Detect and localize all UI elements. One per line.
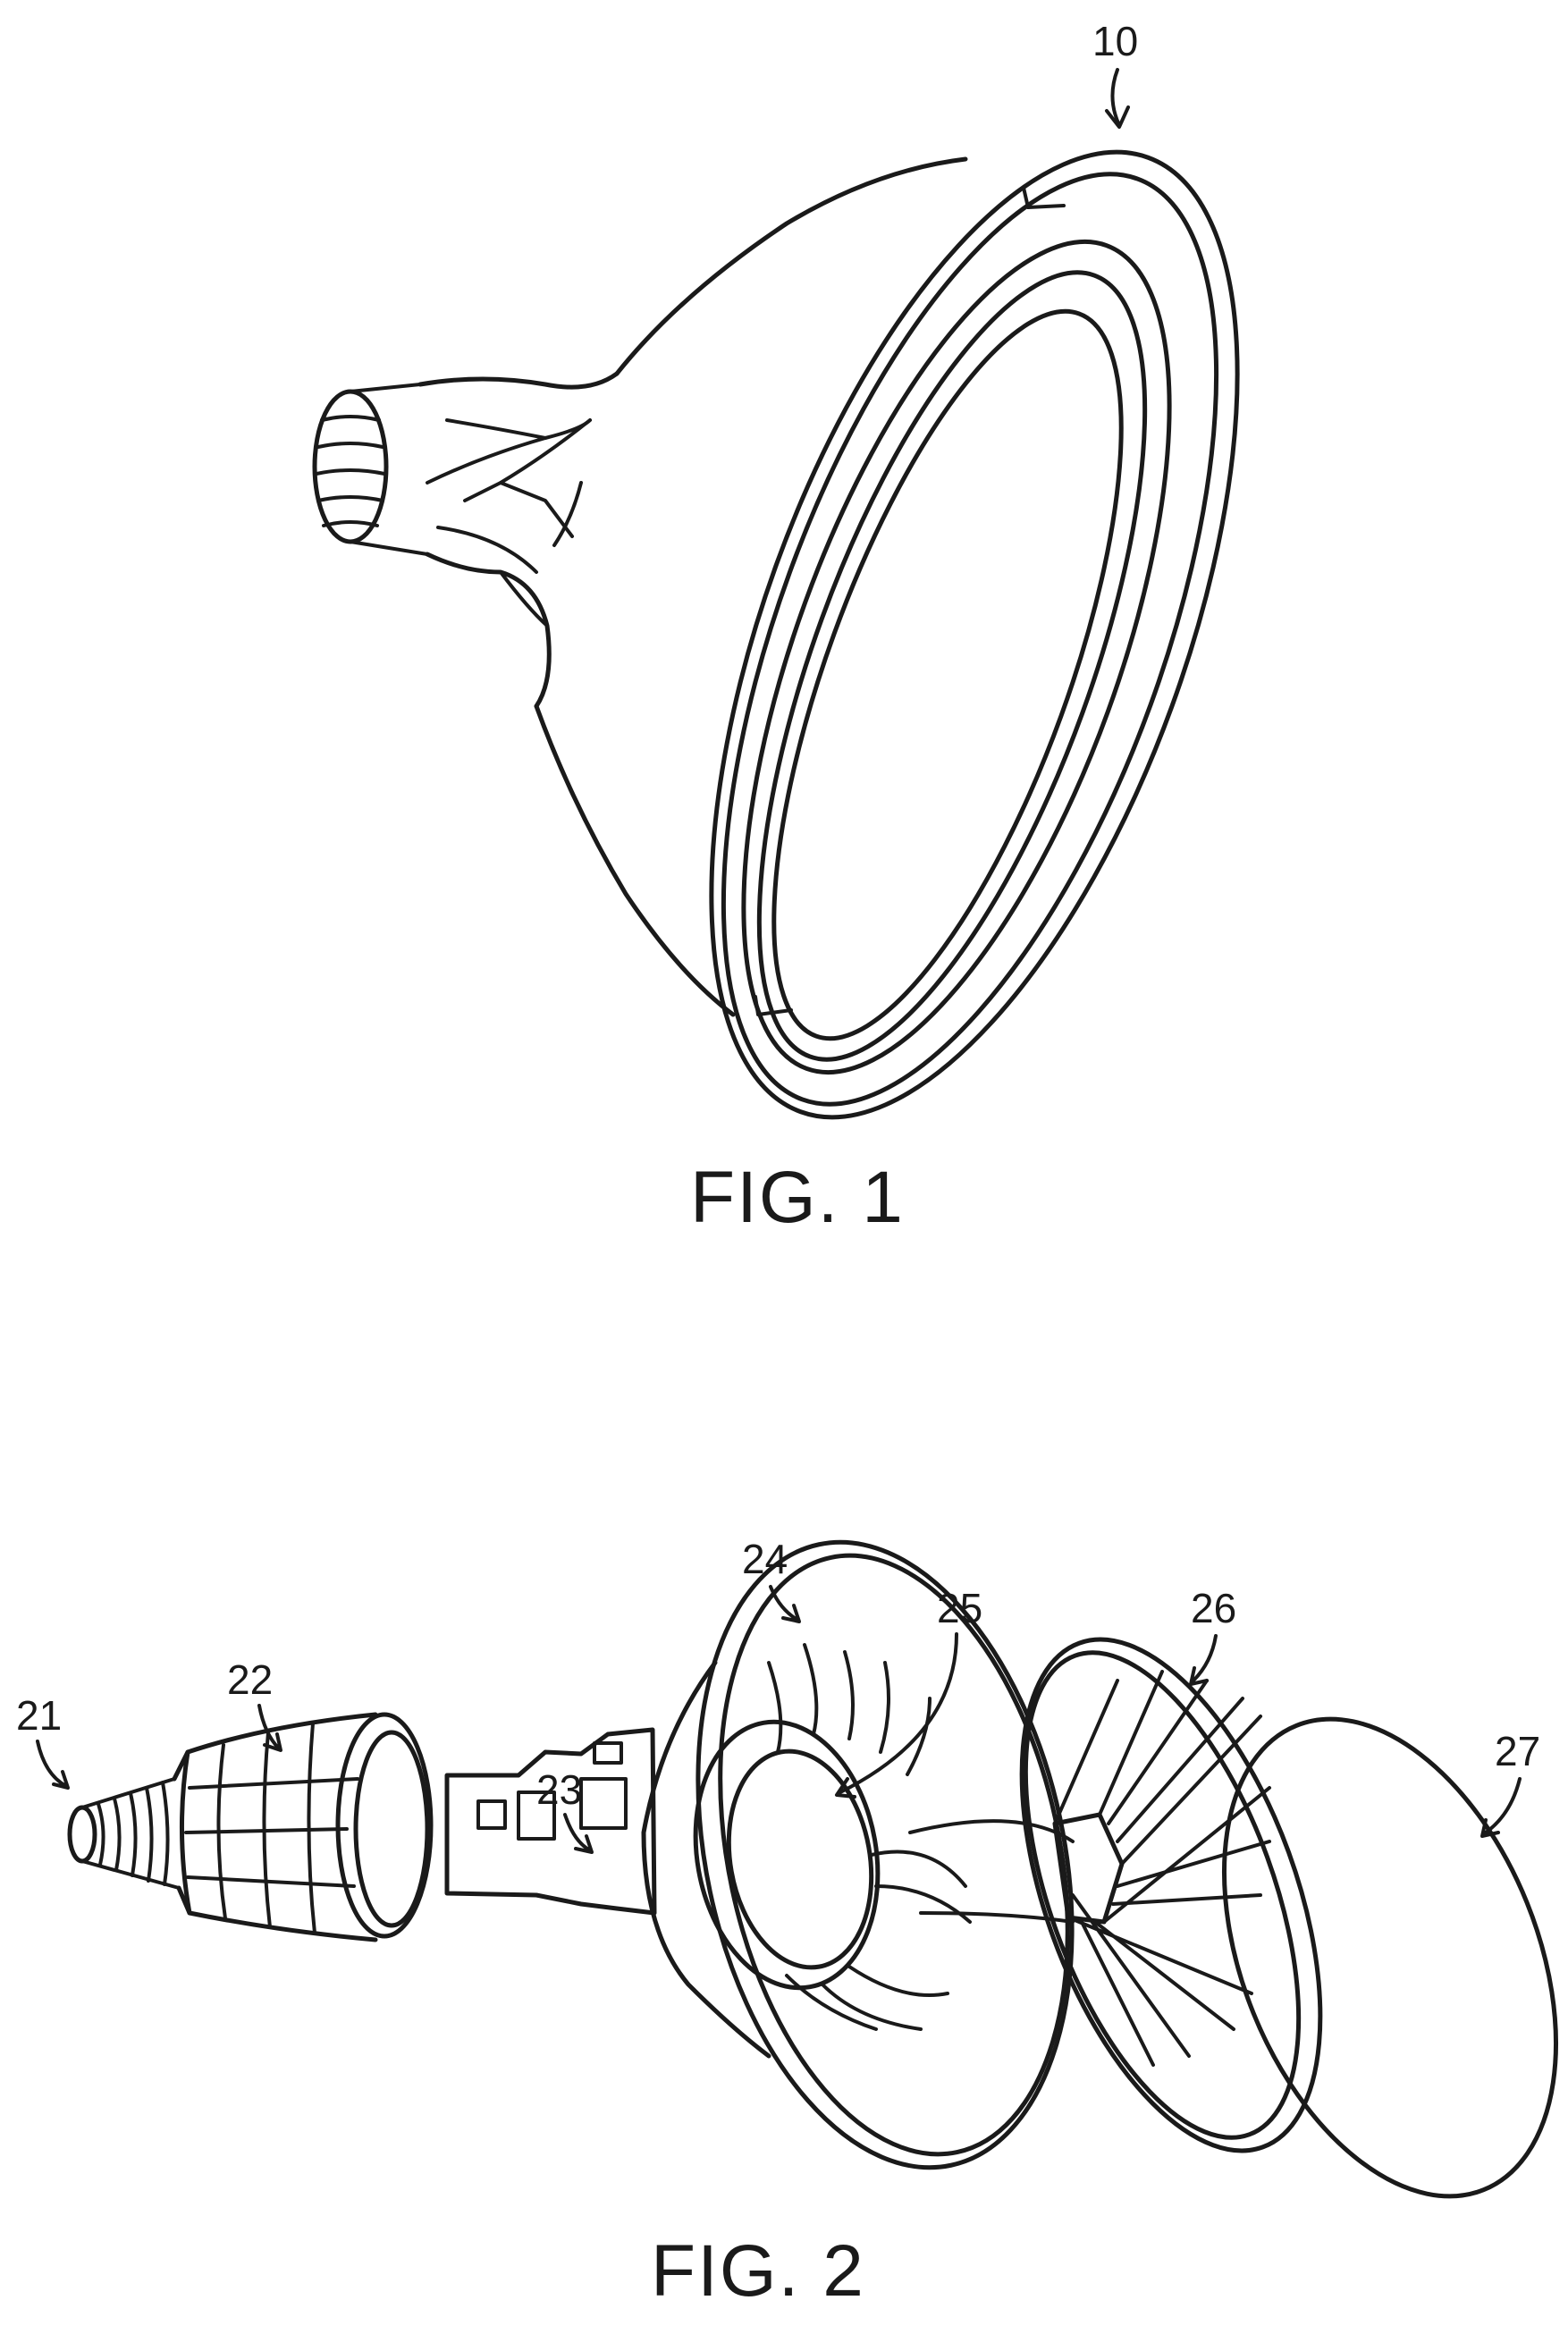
fig1-front-rims [603,86,1345,1184]
ref-26-arrow [1191,1636,1216,1684]
ref-26-label: 26 [1191,1585,1236,1631]
fig2-reflector [910,1600,1380,2190]
ref-21-label: 21 [16,1692,62,1739]
ref-23-label: 23 [536,1766,582,1813]
fig1-lamp-drawing: 10 [315,18,1345,1238]
ref-10-label: 10 [1092,18,1138,64]
fig2-caption: FIG. 2 [651,2230,865,2312]
fig1-screw-base [315,384,427,554]
fig1-reflector-bowl [536,159,965,1015]
ref-22-label: 22 [227,1656,273,1703]
ref-25-arrow [837,1634,957,1797]
fig2-driver-board [447,1730,654,1913]
fig1-neck-fins [420,374,617,706]
fig2-screw-base [70,1779,179,1888]
fig2-heat-sink [644,1507,1125,2203]
ref-25-label: 25 [937,1585,982,1631]
fig2-exploded-drawing: 21 22 23 [16,1507,1568,2312]
fig1-caption: FIG. 1 [690,1157,905,1238]
fig2-housing-cup [174,1715,431,1940]
ref-23-arrow [565,1815,592,1852]
ref-27-label: 27 [1495,1728,1540,1774]
ref-21-arrow [38,1741,68,1788]
